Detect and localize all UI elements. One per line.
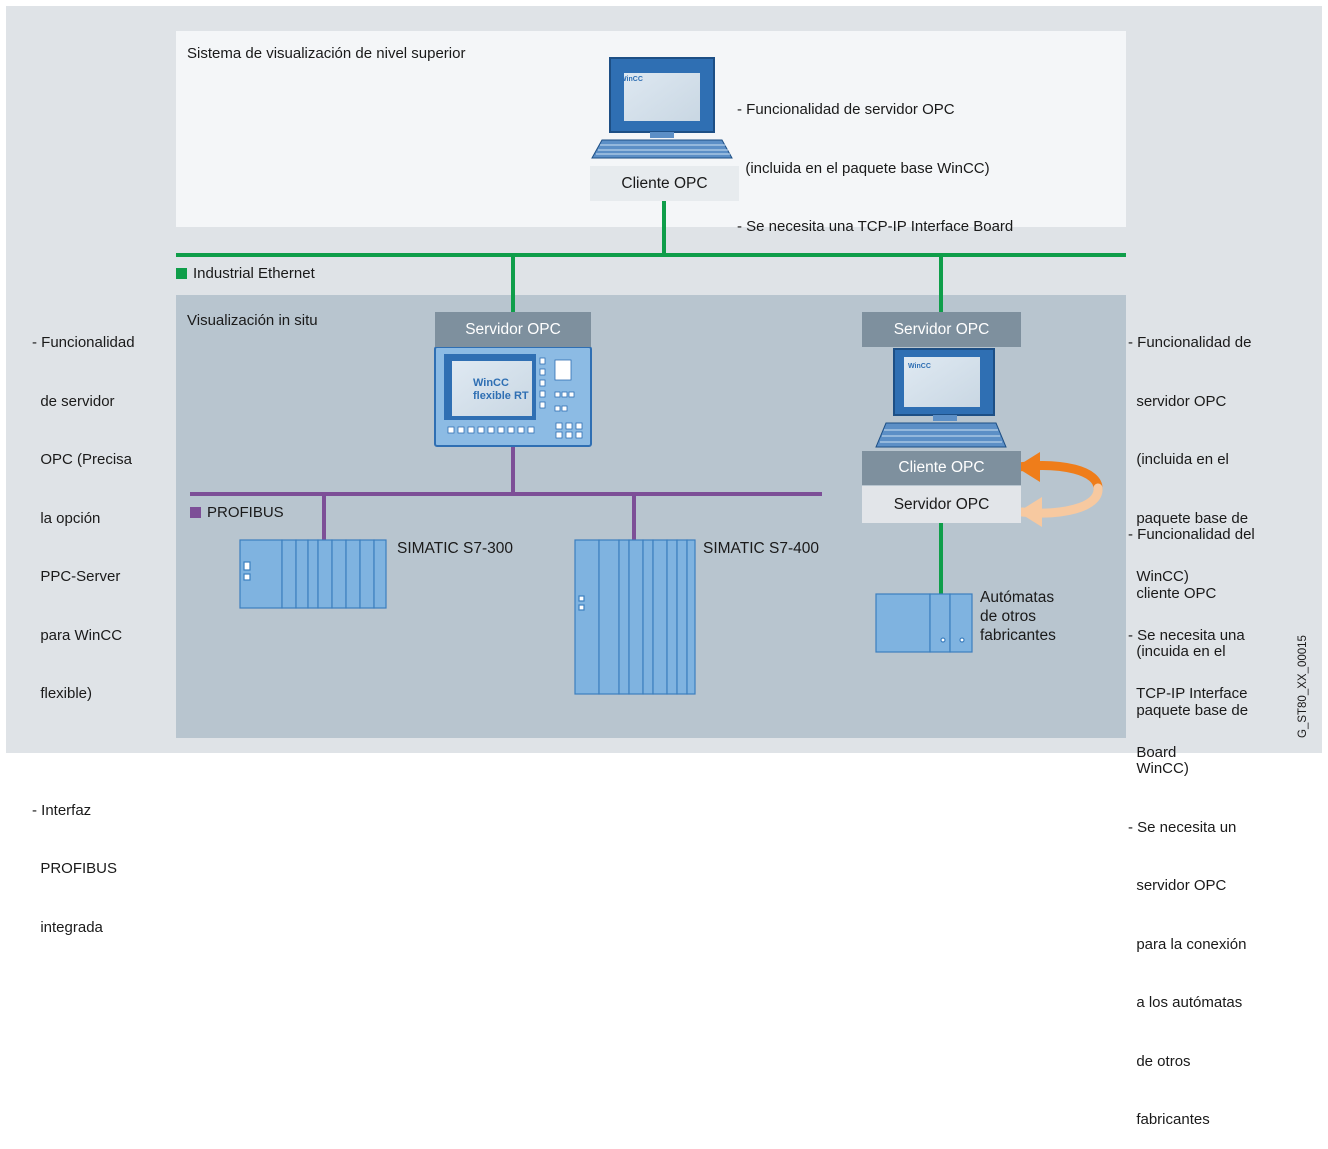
top-area-title: Sistema de visualización de nivel superi… bbox=[187, 45, 466, 62]
local-area-title: Visualización in situ bbox=[187, 312, 318, 329]
s7-300-label: SIMATIC S7-300 bbox=[397, 540, 514, 557]
exchange-arrow-orange-head bbox=[1016, 452, 1040, 482]
left-note-line: OPC (Precisa bbox=[32, 451, 133, 468]
top-pc-screen-text: WinCC bbox=[620, 76, 643, 83]
right-notes-client: - Funcionalidad del cliente OPC (incuida… bbox=[1128, 486, 1255, 1149]
profibus-legend-label: PROFIBUS bbox=[207, 504, 284, 521]
third-party-label-line: fabricantes bbox=[980, 627, 1056, 644]
top-client-label-box: Cliente OPC bbox=[590, 166, 739, 201]
right-note-line: WinCC) bbox=[1128, 568, 1189, 585]
right-note-line: - Se necesita una bbox=[1128, 626, 1245, 644]
right-note-line: Board bbox=[1128, 743, 1177, 761]
pc-server-label-box: Servidor OPC bbox=[862, 312, 1021, 347]
third-party-label-line: de otros bbox=[980, 608, 1037, 625]
right-note-line: (incluida en el bbox=[1128, 451, 1229, 468]
right-note-line: fabricantes bbox=[1128, 1111, 1210, 1128]
left-note-line: PPC-Server bbox=[32, 568, 121, 585]
right-note-line: servidor OPC bbox=[1128, 392, 1227, 410]
right-note-line: - Se necesita un bbox=[1128, 818, 1237, 836]
top-area-notes: - Funcionalidad de servidor OPC (incluid… bbox=[737, 61, 1013, 256]
figure-id: G_ST80_XX_00015 bbox=[1297, 635, 1309, 738]
left-note-line: para WinCC bbox=[32, 626, 123, 644]
right-note-line: a los autómatas bbox=[1128, 994, 1243, 1011]
note-line: (incluida en el paquete base WinCC) bbox=[737, 159, 990, 177]
right-note-line: paquete base de bbox=[1128, 701, 1249, 719]
right-note-line: WinCC) bbox=[1128, 760, 1189, 777]
simatic-s7-400-icon bbox=[574, 539, 696, 695]
left-note-line: integrada bbox=[32, 918, 103, 936]
right-note-line: paquete base de bbox=[1128, 509, 1249, 527]
right-note-line: para la conexión bbox=[1128, 935, 1247, 953]
local-pc-icon bbox=[875, 348, 1007, 448]
right-note-line: de otros bbox=[1128, 1052, 1191, 1070]
ethernet-legend: Industrial Ethernet bbox=[176, 264, 315, 283]
left-note-line: flexible) bbox=[32, 685, 93, 702]
profibus-legend-swatch bbox=[190, 507, 201, 518]
left-note-line: la opción bbox=[32, 509, 101, 527]
note-line: - Se necesita una TCP-IP Interface Board bbox=[737, 218, 1014, 235]
left-note-line: PROFIBUS bbox=[32, 860, 118, 877]
exchange-arrow-light-head bbox=[1018, 497, 1042, 527]
panel-screen-line2: flexible RT bbox=[473, 390, 529, 402]
network-diagram bbox=[176, 57, 1126, 695]
top-pc-icon bbox=[591, 57, 733, 159]
panel-screen-line1: WinCC bbox=[473, 377, 509, 389]
third-party-label-line: Autómatas bbox=[980, 589, 1055, 606]
right-note-line: - Funcionalidad de bbox=[1128, 334, 1252, 351]
panel-screen-text: WinCC flexible RT bbox=[473, 377, 529, 403]
profibus-legend: PROFIBUS bbox=[190, 503, 284, 522]
third-party-label: Autómatas de otros fabricantes bbox=[980, 588, 1056, 645]
note-line: - Funcionalidad de servidor OPC bbox=[737, 101, 955, 118]
left-note-line: - Interfaz bbox=[32, 801, 92, 819]
pc-server2-label-box: Servidor OPC bbox=[862, 486, 1021, 523]
left-note-line: de servidor bbox=[32, 392, 115, 410]
s7-400-label: SIMATIC S7-400 bbox=[703, 540, 820, 557]
operator-panel-icon bbox=[434, 346, 592, 447]
ethernet-legend-label: Industrial Ethernet bbox=[193, 265, 315, 282]
left-notes: - Funcionalidad de servidor OPC (Precisa… bbox=[32, 294, 135, 957]
right-note-line: cliente OPC bbox=[1128, 584, 1217, 602]
panel-server-label-box: Servidor OPC bbox=[435, 312, 591, 347]
ethernet-legend-swatch bbox=[176, 268, 187, 279]
third-party-plc-icon bbox=[875, 593, 973, 653]
right-note-line: - Funcionalidad del bbox=[1128, 526, 1255, 543]
left-note-line: - Funcionalidad bbox=[32, 334, 135, 351]
right-note-line: (incuida en el bbox=[1128, 643, 1226, 660]
right-note-line: servidor OPC bbox=[1128, 877, 1227, 894]
right-notes-server: - Funcionalidad de servidor OPC (incluid… bbox=[1128, 294, 1251, 782]
local-pc-screen-text: WinCC bbox=[908, 363, 931, 370]
right-note-line: TCP-IP Interface bbox=[1128, 685, 1248, 702]
simatic-s7-300-icon bbox=[239, 539, 387, 609]
pc-client-label-box: Cliente OPC bbox=[862, 451, 1021, 485]
